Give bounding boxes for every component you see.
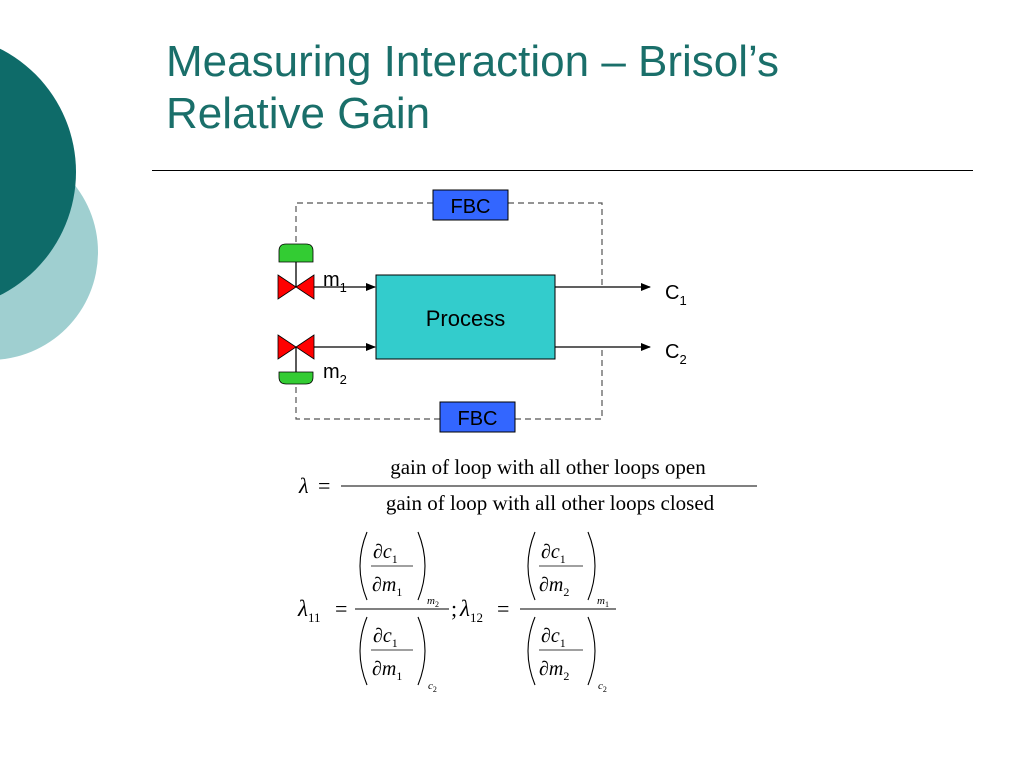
lambda12-num-dm2: ∂m2 [539,574,569,599]
lambda12-num-held: m1 [597,595,609,609]
lambda12-num-dc1: ∂c1 [541,541,566,566]
fbc-bottom-box [439,401,516,433]
lambda11-den-left-paren [359,616,368,686]
lambda12-num-left-paren [527,531,536,601]
lambda-symbol: λ [298,473,309,498]
title-divider [152,170,973,171]
feedback-loop-bottom [295,347,603,420]
lambda11-den-held: c2 [428,680,437,694]
equation-separator: ; [451,596,457,621]
lambda12-den-right-paren [587,616,596,686]
lambda11-num-left-paren [359,531,368,601]
equals-sign: = [318,473,330,498]
lambda11-equals: = [335,596,347,621]
input-label-m1: m1 [323,269,347,295]
lambda12-den-held: c2 [598,680,607,694]
slide-title-line-1: Measuring Interaction – Brisol’s [166,37,780,86]
definition-numerator: gain of loop with all other loops open [390,455,706,479]
lambda12-equals: = [497,596,509,621]
valve-m2-icon [277,334,315,385]
decorative-circle-dark [0,48,76,296]
relative-gain-definition: λ = gain of loop with all other loops op… [298,455,757,515]
lambda11-den-dc1: ∂c1 [373,625,398,650]
slide-title-line-2: Relative Gain [166,89,431,138]
fbc-top-box [432,189,509,221]
lambda11-den-right-paren [417,616,426,686]
fbc-top-label: FBC [451,196,491,218]
lambda12-label: λ12 [459,596,483,625]
lambda12-den-dm2: ∂m2 [539,658,569,683]
lambda12-num-right-paren [587,531,596,601]
output-label-c1: C1 [665,282,687,308]
lambda11-num-held: m2 [427,595,439,609]
decorative-circles [0,48,98,360]
slide-title: Measuring Interaction – Brisol’s Relativ… [166,36,986,140]
lambda-partial-equations: λ11 = ∂c1 ∂m1 m2 ∂c1 ∂m1 c2 ; λ12 = ∂c1 … [297,531,616,694]
lambda11-num-dc1: ∂c1 [373,541,398,566]
output-label-c2: C2 [665,341,687,367]
fbc-bottom-label: FBC [458,408,498,430]
lambda11-num-right-paren [417,531,426,601]
lambda11-num-dm1: ∂m1 [372,574,402,599]
definition-denominator: gain of loop with all other loops closed [386,491,715,515]
input-label-m2: m2 [323,361,347,387]
lambda12-den-left-paren [527,616,536,686]
feedback-loop-top [295,202,603,287]
process-block [375,274,556,360]
lambda11-label: λ11 [297,596,321,625]
lambda11-den-dm1: ∂m1 [372,658,402,683]
lambda12-den-dc1: ∂c1 [541,625,566,650]
process-label: Process [426,306,505,331]
valve-m1-icon [277,243,315,300]
